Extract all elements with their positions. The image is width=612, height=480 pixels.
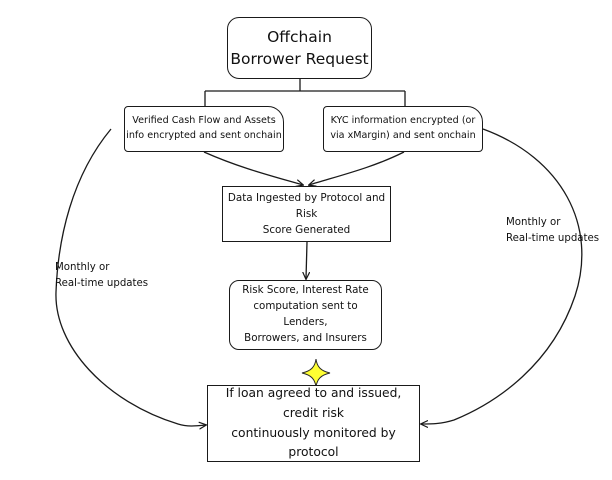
sparkle-star-icon: [301, 358, 331, 388]
cashflow-to-ingest-arrow: [203, 151, 303, 185]
request-branch-connector: [204, 79, 406, 106]
data-ingested-label: Data Ingested by Protocol and Risk Score…: [227, 191, 386, 237]
offchain-borrower-request-box: Offchain Borrower Request: [227, 17, 372, 79]
cash-flow-assets-label: Verified Cash Flow and Assets info encry…: [126, 115, 282, 141]
kyc-information-box: KYC information encrypted (or via xMargi…: [323, 106, 483, 152]
credit-risk-monitoring-label: If loan agreed to and issued, credit ris…: [225, 386, 402, 460]
offchain-borrower-request-label: Offchain Borrower Request: [230, 27, 369, 68]
cash-flow-assets-box: Verified Cash Flow and Assets info encry…: [124, 106, 284, 152]
data-ingested-box: Data Ingested by Protocol and Risk Score…: [222, 186, 391, 242]
risk-score-box: Risk Score, Interest Rate computation se…: [229, 280, 382, 350]
left-update-note: Monthly or Real-time updates: [55, 262, 149, 289]
kyc-information-label: KYC information encrypted (or via xMargi…: [330, 115, 476, 141]
left-update-loop-arrow: [55, 128, 206, 426]
kyc-to-ingest-arrow: [309, 151, 405, 185]
right-update-note: Monthly or Real-time updates: [506, 217, 600, 244]
risk-score-label: Risk Score, Interest Rate computation se…: [242, 284, 369, 344]
credit-risk-monitoring-box: If loan agreed to and issued, credit ris…: [207, 385, 420, 462]
ingest-to-risk-arrow: [306, 241, 307, 279]
right-update-loop-arrow: [421, 128, 583, 424]
